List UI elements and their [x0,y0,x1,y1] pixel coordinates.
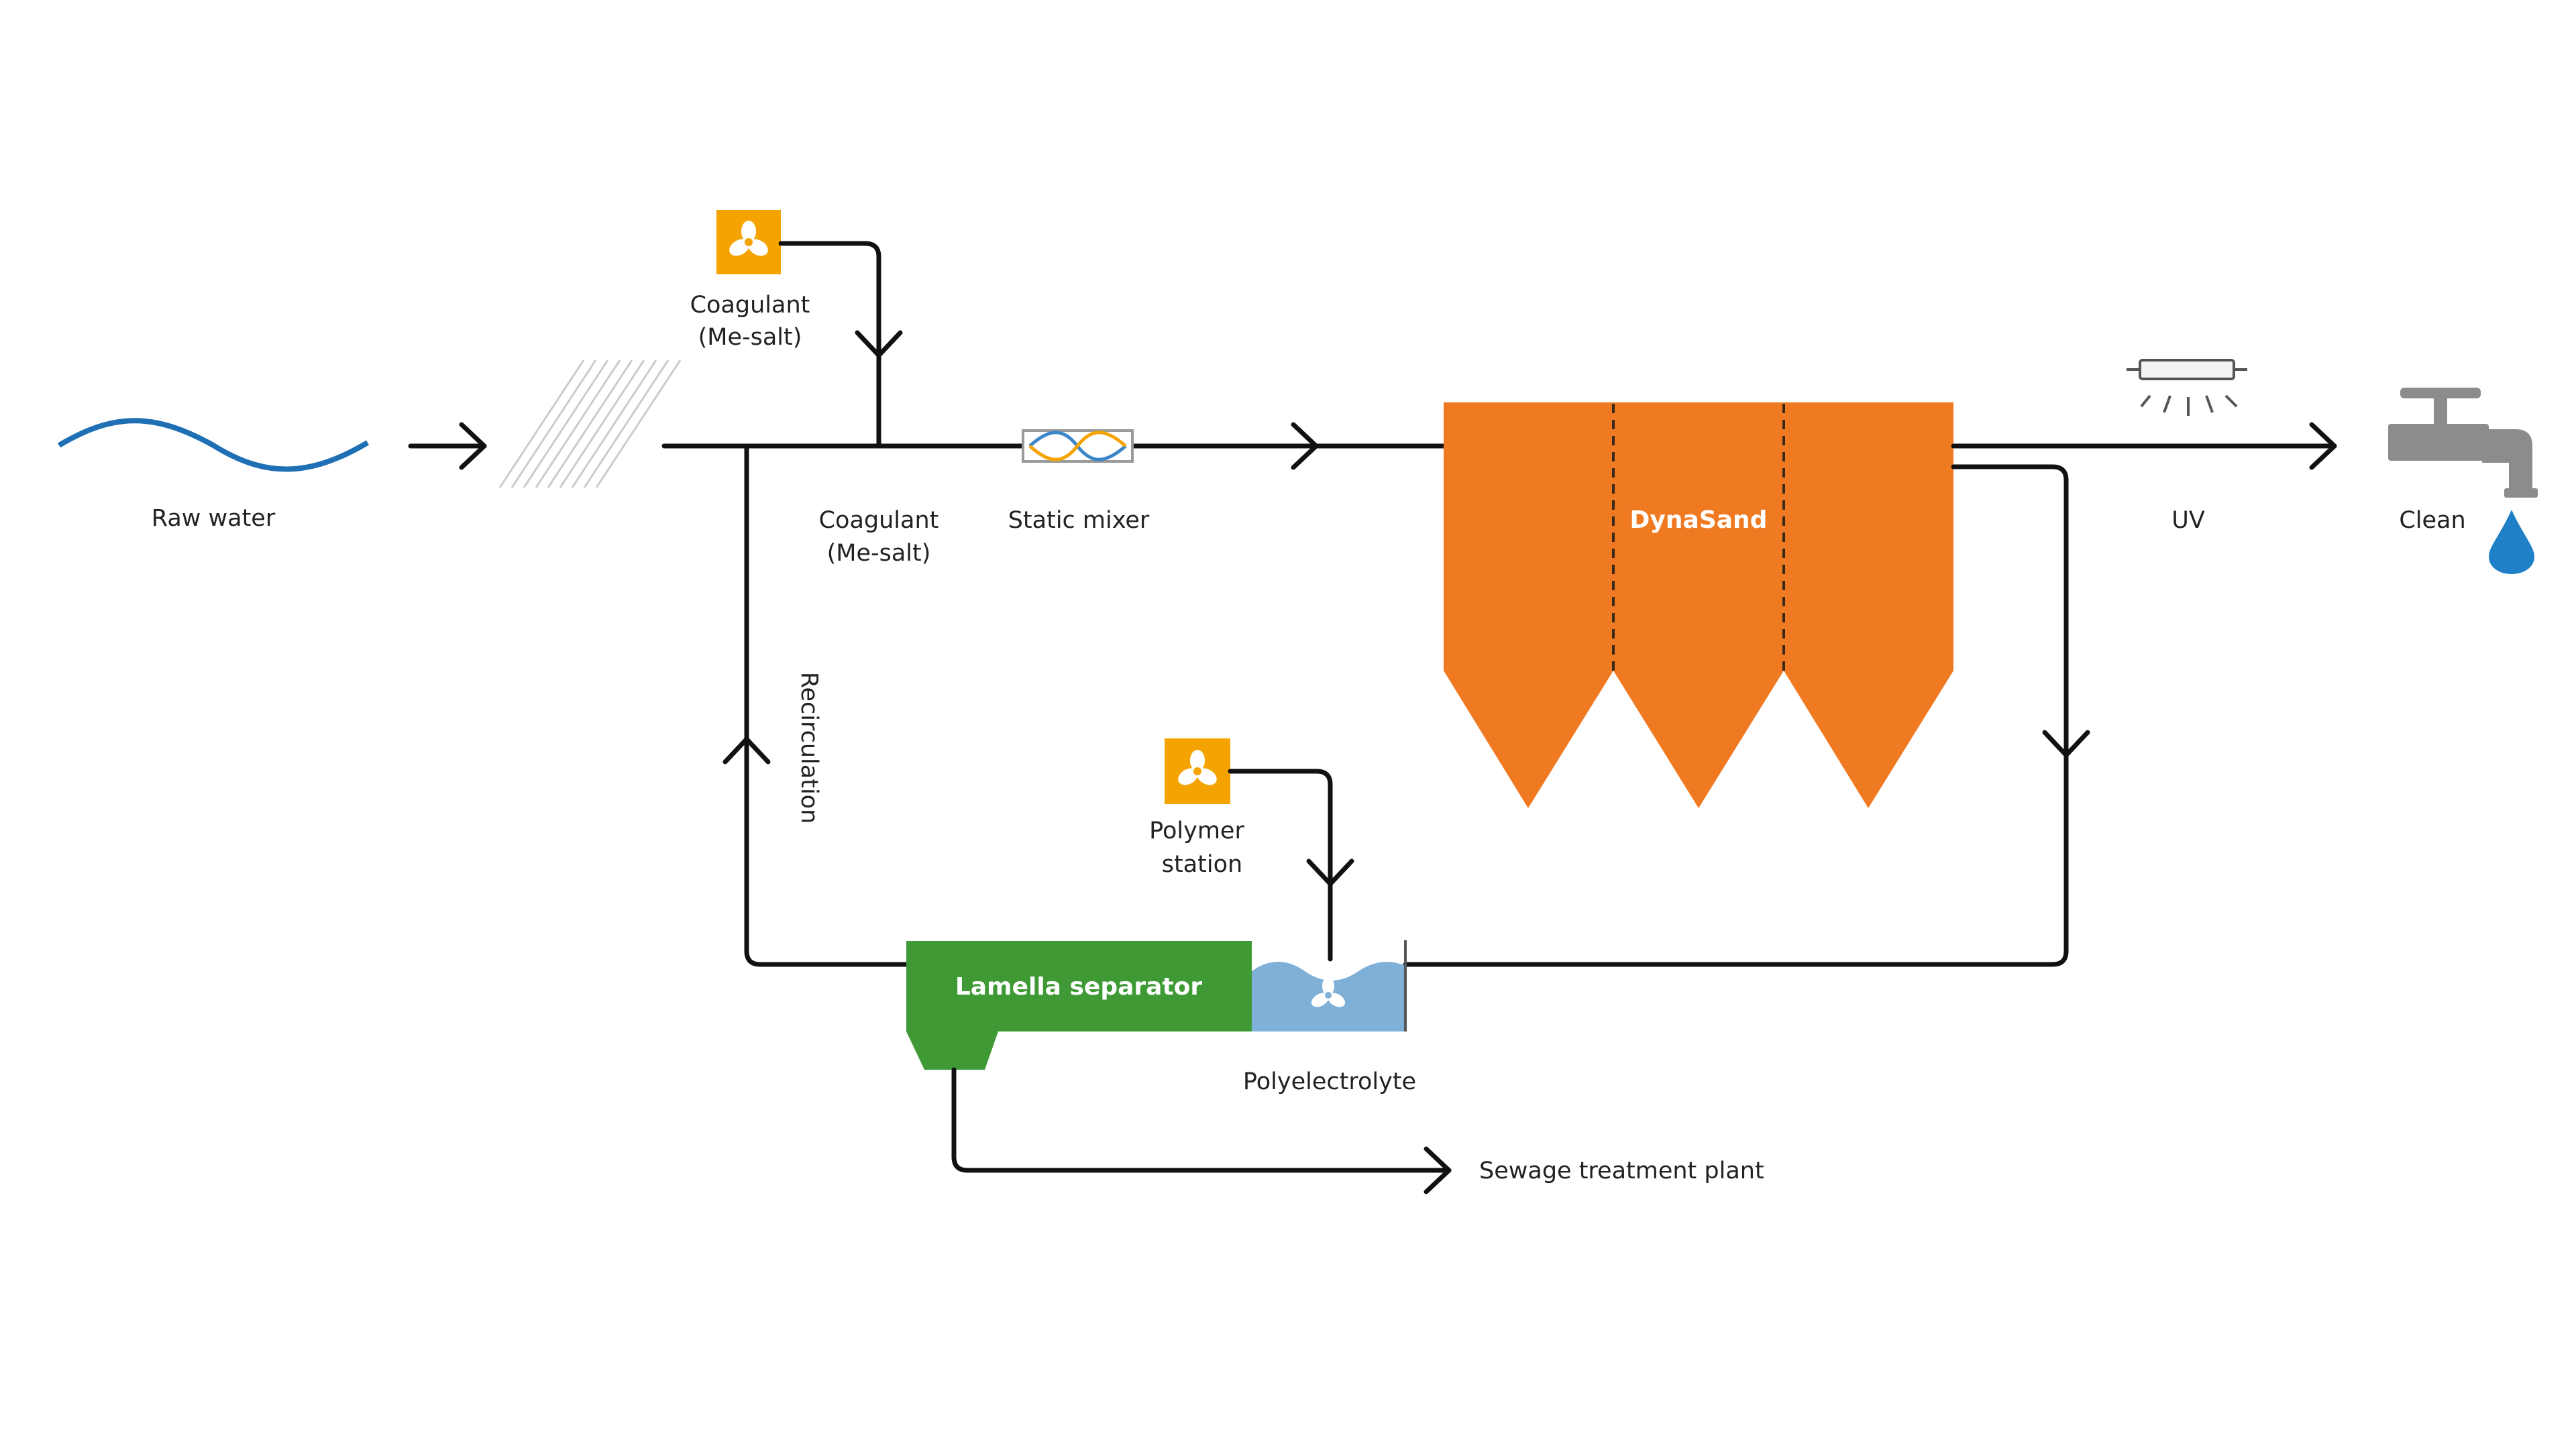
label-coagulant-dose: Coagulant [819,507,939,534]
polymer-station [1165,738,1230,804]
lamella-separator: Lamella separator [906,941,1252,1070]
outlet-arrowhead [2309,422,2337,470]
coagulant-dosing-station [716,210,781,274]
recirculation-arrowhead [722,736,771,765]
label-lamella: Lamella separator [955,973,1203,1001]
mixer-wave-orange [1028,431,1127,461]
label-recirculation: Recirculation [796,672,822,824]
label-uv: UV [2171,507,2205,534]
label-raw-water: Raw water [152,505,276,532]
water-drop-icon [2489,510,2534,574]
label-coagulant-station-salt: (Me-salt) [698,324,802,351]
label-polymer: Polymer [1149,818,1244,844]
polymer-feed-arrowhead [1306,858,1354,887]
static-mixer [1022,429,1134,463]
coagulant-feed-arrowhead [855,330,903,358]
label-coagulant-dose-salt: (Me-salt) [827,540,931,567]
label-sewage: Sewage treatment plant [1479,1158,1764,1184]
label-dynasand: DynaSand [1630,506,1768,534]
inlet-arrowhead [459,422,487,470]
screen-grid-icon [498,359,682,488]
sewage-line [951,1067,1452,1173]
dynasand-return-line [1403,464,2069,967]
dynasand-body [1444,402,1953,808]
recirculation-line [744,443,909,967]
lamella-body [906,941,1252,1070]
tap-icon [2388,388,2538,498]
fan-icon [1178,750,1217,785]
uv-lamp-icon [2127,359,2247,416]
label-polyelectrolyte: Polyelectrolyte [1243,1068,1416,1095]
fan-icon [729,221,768,256]
flow-arrowhead-1 [1291,422,1319,470]
label-static-mixer: Static mixer [1008,507,1150,534]
coagulant-feed-line [778,241,881,449]
fan-icon [1311,976,1346,1007]
raw-water-wave-icon [57,418,370,472]
polyelectrolyte-tank [1252,940,1407,1031]
label-clean: Clean [2399,507,2465,534]
dynasand-filter: DynaSand [1444,402,1953,808]
sewage-arrowhead [1424,1146,1452,1194]
return-arrowhead [2042,730,2090,758]
label-coagulant-station: Coagulant [690,292,810,319]
polymer-feed-line [1228,769,1333,962]
label-polymer-station: station [1162,851,1242,878]
